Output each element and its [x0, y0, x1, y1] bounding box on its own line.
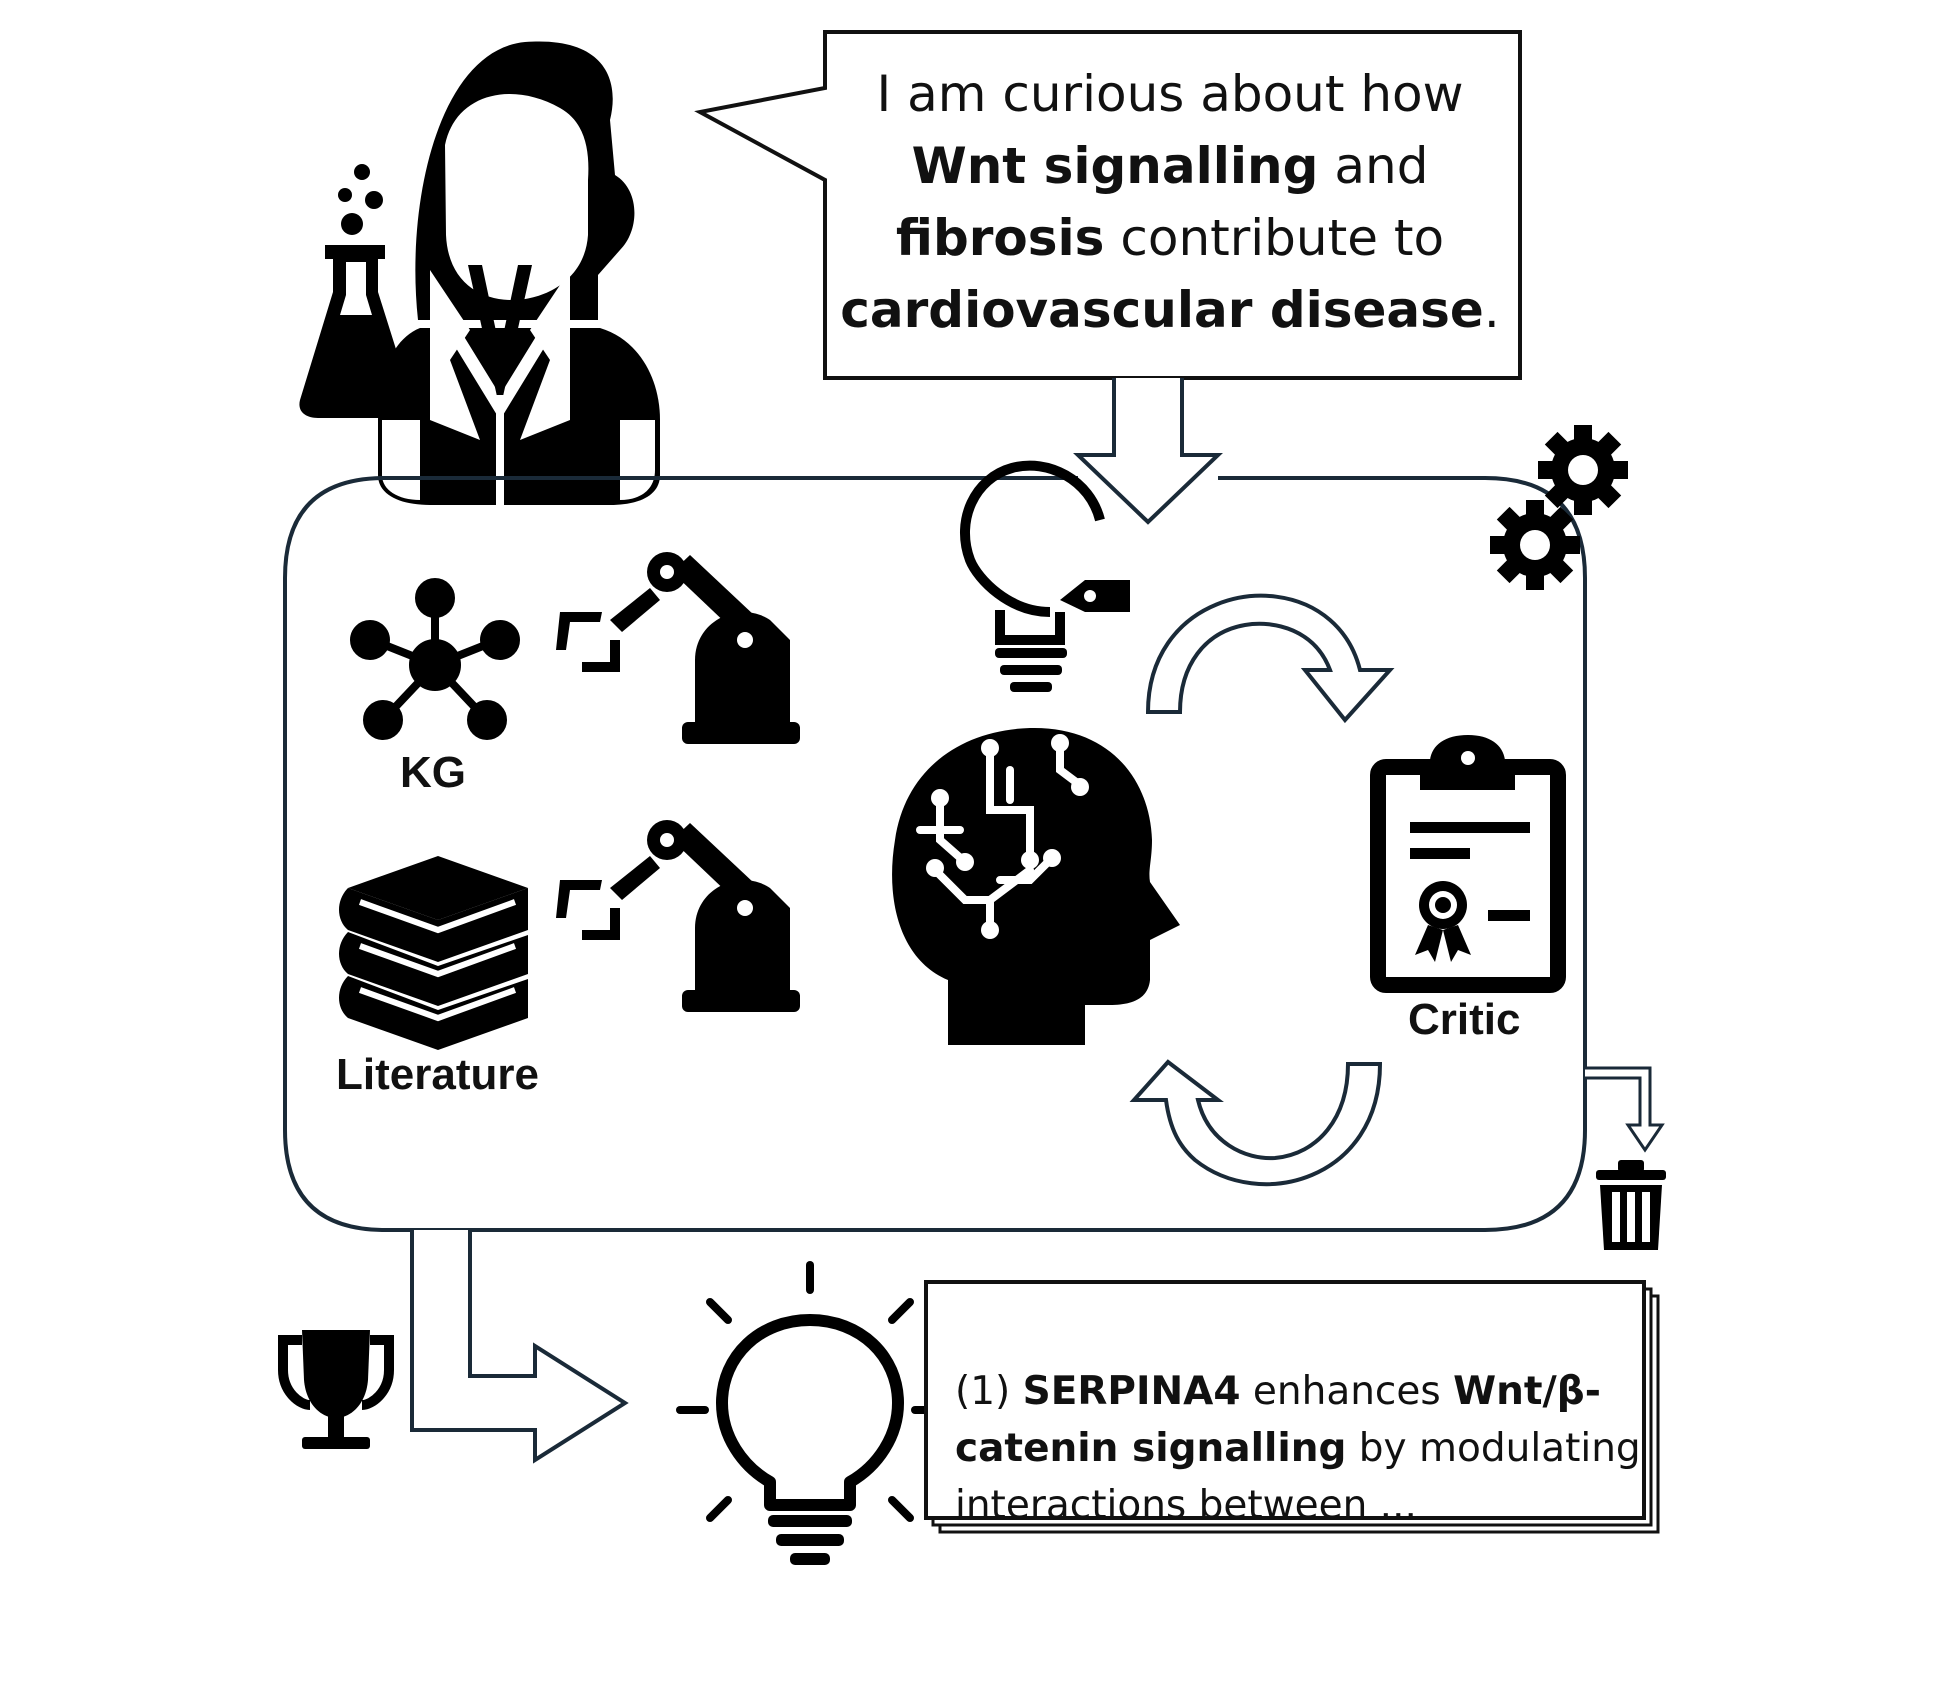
speech-bubble	[694, 30, 1522, 380]
cycle-arrow-icon	[1129, 1059, 1383, 1186]
question-text: and	[1334, 137, 1429, 195]
question-text: .	[1483, 281, 1500, 339]
lightbulb-icon	[676, 1261, 944, 1565]
hypothesis-segment: by modulating interactions between ...	[955, 1426, 1641, 1528]
question-keyword: Wnt signalling	[911, 137, 1319, 195]
hypothesis-prefix: (1)	[955, 1369, 1011, 1414]
trophy-icon	[278, 1330, 394, 1449]
knowledge-graph-icon	[350, 578, 520, 740]
trash-icon	[1596, 1160, 1666, 1250]
arrow-to-trash	[1585, 1066, 1665, 1153]
critic-label: Critic	[1408, 995, 1521, 1044]
question-text: I am curious about how	[876, 65, 1464, 123]
question-text: contribute to	[1120, 209, 1445, 267]
arrow-question-to-system	[1073, 378, 1223, 525]
cycle-arrow-icon	[1145, 593, 1395, 724]
gear-icon	[1490, 425, 1628, 590]
ai-head-icon	[892, 727, 1180, 1045]
question-keyword: cardiovascular disease	[840, 281, 1484, 339]
kg-label: KG	[400, 748, 466, 797]
research-question: I am curious about how Wnt signalling an…	[830, 58, 1510, 346]
hypothesis-segment: enhances	[1252, 1369, 1441, 1414]
robot-arm-icon	[556, 552, 800, 744]
hypothesis-keyword: SERPINA4	[1022, 1369, 1241, 1414]
hypothesis-keyword: Wnt/β-catenin signalling	[955, 1369, 1601, 1471]
books-icon	[339, 856, 528, 1050]
robot-arm-icon	[556, 820, 800, 1012]
flask-icon	[299, 164, 414, 418]
hypothesis-card-stack	[924, 1280, 1660, 1534]
scientist-icon	[378, 41, 660, 505]
literature-label: Literature	[336, 1050, 539, 1099]
agent-system-box	[283, 476, 1587, 1232]
hypothesis-text: (1) SERPINA4 enhances Wnt/β-catenin sign…	[955, 1363, 1645, 1534]
question-keyword: fibrosis	[895, 209, 1105, 267]
lightbulb-tag-icon	[960, 460, 1130, 692]
arrow-to-hypothesis	[410, 1230, 629, 1464]
clipboard-certificate-icon	[1370, 735, 1566, 993]
